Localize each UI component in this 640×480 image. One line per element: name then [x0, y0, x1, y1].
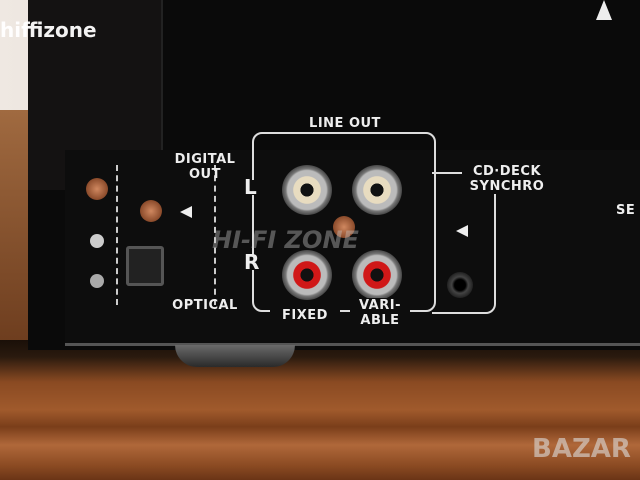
screw-icon: [86, 178, 108, 200]
optical-label: OPTICAL: [172, 298, 238, 313]
cd-deck-synchro-label: CD·DECK SYNCHRO: [462, 164, 552, 194]
digital-out-frame: [116, 165, 216, 305]
watermark-hiffizone: hiffizone: [0, 18, 97, 42]
watermark-hifizone: HI-FI ZONE: [212, 226, 359, 254]
indicator-led: [90, 234, 104, 248]
optical-port[interactable]: [126, 246, 164, 286]
digital-out-label: DIGITAL OUT: [174, 152, 236, 182]
variable-left-jack[interactable]: [352, 165, 402, 215]
arrow-left-icon: [456, 225, 468, 237]
right-channel-label: R: [244, 250, 260, 274]
synchro-jack[interactable]: [447, 272, 473, 298]
fixed-label: FIXED: [270, 308, 340, 323]
variable-right-jack[interactable]: [352, 250, 402, 300]
fixed-right-jack[interactable]: [282, 250, 332, 300]
indicator-led: [90, 274, 104, 288]
fixed-left-jack[interactable]: [282, 165, 332, 215]
line-out-label: LINE OUT: [309, 116, 381, 131]
partial-label: SE: [616, 203, 636, 218]
variable-label: VARI- ABLE: [350, 298, 410, 328]
watermark-bazar: BAZAR: [532, 434, 631, 464]
wooden-table: [0, 340, 640, 480]
screw-icon: [140, 200, 162, 222]
left-channel-label: L: [244, 175, 258, 199]
device-foot: [175, 345, 295, 367]
screw-icon: [333, 216, 355, 238]
arrow-mark-icon: [596, 0, 612, 20]
line-out-frame: [252, 132, 436, 312]
arrow-left-icon: [180, 206, 192, 218]
